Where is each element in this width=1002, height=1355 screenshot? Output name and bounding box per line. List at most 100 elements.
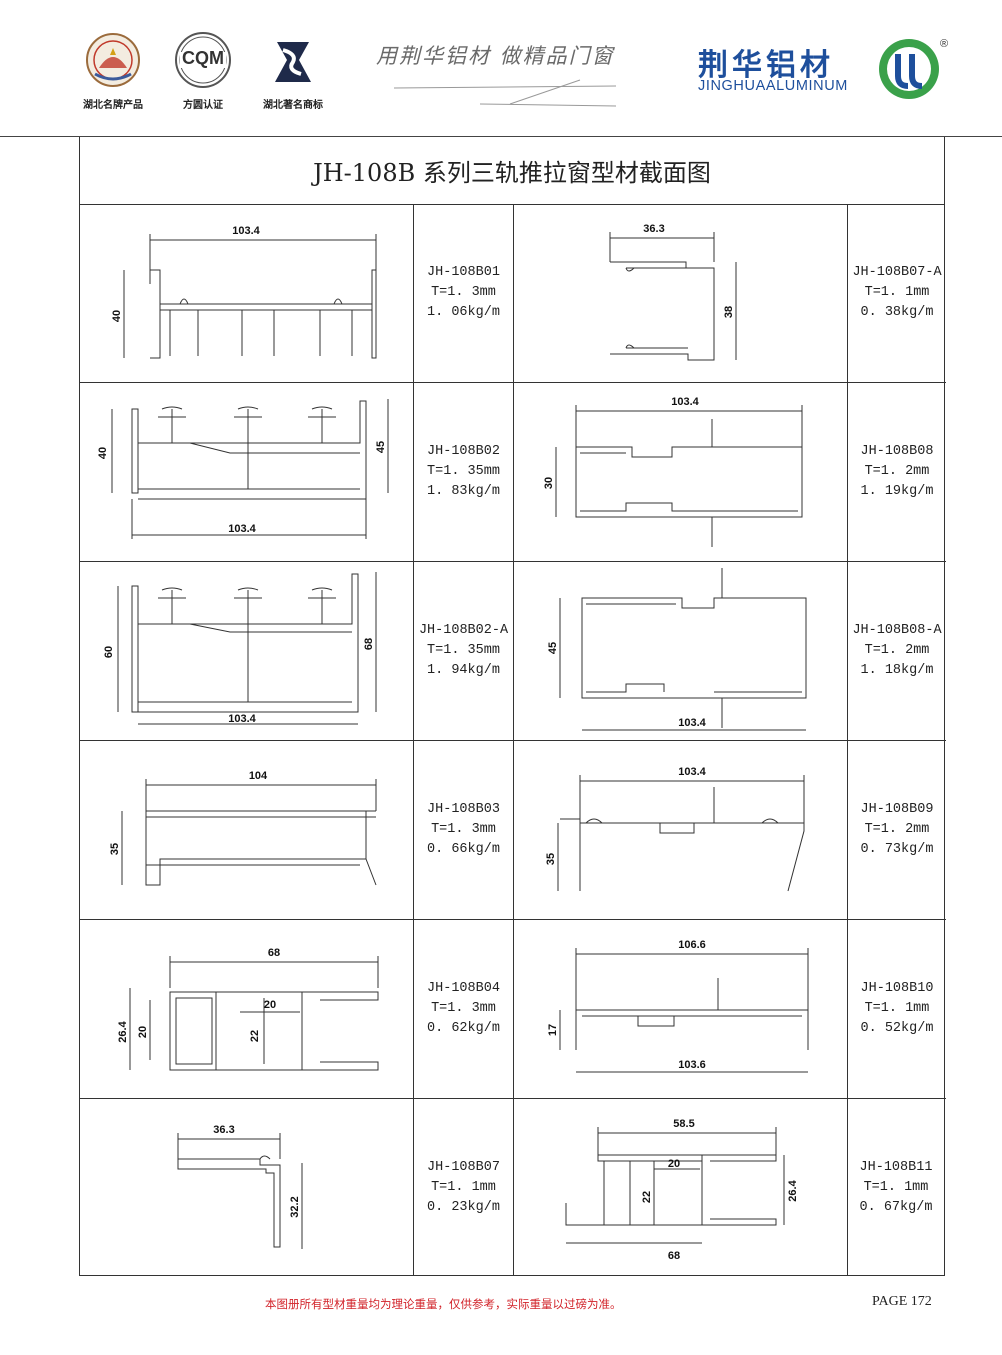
cqm-certification-icon xyxy=(175,32,231,88)
dimension-label: 35 xyxy=(109,843,121,855)
profile-code: JH-108B08-A xyxy=(852,623,942,638)
badge-caption: 方圆认证 xyxy=(183,100,223,111)
wall-thickness: T=1. 35mm xyxy=(427,643,500,658)
profile-code: JH-108B03 xyxy=(427,802,500,817)
profile-section-drawing: 58.5 20 22 26.4 68 xyxy=(565,1118,799,1262)
dimension-label: 104 xyxy=(249,770,268,782)
wall-thickness: T=1. 2mm xyxy=(864,643,930,658)
slogan-swoosh-decoration xyxy=(393,79,617,107)
drawing-jh-108b07-a: 36.3 38 xyxy=(514,204,848,383)
jinghua-logo-icon xyxy=(879,39,939,99)
spec-jh-108b08-a: JH-108B08-A T=1. 2mm 1. 18kg/m xyxy=(848,562,946,741)
unit-weight: 1. 06kg/m xyxy=(427,305,500,320)
drawing-jh-108b02-a: 60 68 103.4 xyxy=(80,562,414,741)
dimension-label: 58.5 xyxy=(673,1118,694,1130)
profile-section-drawing: 106.6 17 103.6 xyxy=(547,939,809,1073)
profile-code: JH-108B02-A xyxy=(418,623,509,638)
spec-jh-108b01: JH-108B01 T=1. 3mm 1. 06kg/m xyxy=(414,204,514,383)
drawing-jh-108b08-a: 45 103.4 xyxy=(514,562,848,741)
drawing-jh-108b08: 103.4 30 xyxy=(514,383,848,562)
drawing-jh-108b09: 103.4 35 xyxy=(514,741,848,920)
profile-code: JH-108B01 xyxy=(427,265,500,280)
dimension-label: 17 xyxy=(547,1024,559,1036)
unit-weight: 1. 19kg/m xyxy=(860,484,934,499)
dimension-label: 38 xyxy=(723,306,735,318)
dimension-label: 103.4 xyxy=(678,717,706,729)
spec-jh-108b04: JH-108B04 T=1. 3mm 0. 62kg/m xyxy=(414,920,514,1099)
drawing-jh-108b03: 104 35 xyxy=(80,741,414,920)
unit-weight: 0. 66kg/m xyxy=(427,842,500,857)
dimension-label: 45 xyxy=(375,441,387,453)
drawing-jh-108b10: 106.6 17 103.6 xyxy=(514,920,848,1099)
badge-trademark: 湖北著名商标 xyxy=(253,28,333,111)
unit-weight: 0. 67kg/m xyxy=(859,1199,933,1215)
unit-weight: 0. 38kg/m xyxy=(860,305,934,320)
unit-weight: 0. 23kg/m xyxy=(427,1199,500,1215)
badge-caption: 湖北名牌产品 xyxy=(83,100,143,111)
weight-disclaimer: 本图册所有型材重量均为理论重量，仅供参考，实际重量以过磅为准。 xyxy=(265,1297,622,1311)
wall-thickness: T=1. 3mm xyxy=(431,822,496,837)
profile-section-drawing: 103.4 40 xyxy=(111,225,377,359)
header-divider xyxy=(0,136,1002,137)
spec-jh-108b08: JH-108B08 T=1. 2mm 1. 19kg/m xyxy=(848,383,946,562)
profile-section-drawing: 40 45 103.4 xyxy=(97,399,389,539)
page-title: JH-108B 系列三轨推拉窗型材截面图 xyxy=(80,137,944,205)
spec-jh-108b02: JH-108B02 T=1. 35mm 1. 83kg/m xyxy=(414,383,514,562)
wall-thickness: T=1. 35mm xyxy=(427,464,500,479)
wall-thickness: T=1. 1mm xyxy=(864,285,930,300)
profile-table: JH-108B 系列三轨推拉窗型材截面图 103.4 40 JH-108B01 … xyxy=(79,137,946,1276)
drawing-jh-108b07: 36.3 32.2 xyxy=(80,1099,414,1276)
slogan: 用荆华铝材 做精品门窗 xyxy=(376,44,615,68)
unit-weight: 0. 62kg/m xyxy=(427,1021,500,1036)
spec-jh-108b02-a: JH-108B02-A T=1. 35mm 1. 94kg/m xyxy=(414,562,514,741)
dimension-label: 20 xyxy=(668,1158,680,1170)
brand-name-cn: 荆华铝材 xyxy=(698,48,834,83)
spec-jh-108b11: JH-108B11 T=1. 1mm 0. 67kg/m xyxy=(848,1099,944,1276)
dimension-label: 103.4 xyxy=(228,713,256,725)
dimension-label: 40 xyxy=(97,447,109,459)
dimension-label: 106.6 xyxy=(678,939,706,951)
wall-thickness: T=1. 2mm xyxy=(864,822,930,837)
dimension-label: 26.4 xyxy=(117,1020,129,1042)
drawing-jh-108b11: 58.5 20 22 26.4 68 xyxy=(514,1099,848,1276)
registered-mark: ® xyxy=(940,38,949,50)
dimension-label: 40 xyxy=(111,310,123,322)
dimension-label: 36.3 xyxy=(643,223,664,235)
dimension-label: 32.2 xyxy=(289,1196,301,1217)
badge-caption: 湖北著名商标 xyxy=(263,100,323,111)
dimension-label: 68 xyxy=(268,947,280,959)
profile-code: JH-108B09 xyxy=(860,802,934,817)
wall-thickness: T=1. 1mm xyxy=(431,1179,496,1195)
profile-code: JH-108B10 xyxy=(860,981,934,996)
profile-code: JH-108B02 xyxy=(427,444,500,459)
dimension-label: 30 xyxy=(543,477,555,489)
dimension-label: 22 xyxy=(249,1030,261,1042)
dimension-label: 68 xyxy=(363,638,375,650)
wall-thickness: T=1. 1mm xyxy=(864,1001,930,1016)
profile-section-drawing: 36.3 32.2 xyxy=(177,1124,303,1249)
dimension-label: 20 xyxy=(264,999,276,1011)
dimension-label: 20 xyxy=(137,1026,149,1038)
profile-code: JH-108B11 xyxy=(859,1159,933,1175)
profile-code: JH-108B08 xyxy=(860,444,934,459)
profile-section-drawing: 103.4 30 xyxy=(543,396,803,547)
famous-trademark-icon xyxy=(275,42,311,82)
unit-weight: 1. 83kg/m xyxy=(427,484,500,499)
profile-section-drawing: 36.3 38 xyxy=(609,223,737,361)
profile-section-drawing: 104 35 xyxy=(109,770,377,886)
dimension-label: 103.6 xyxy=(678,1059,706,1071)
dimension-label: 35 xyxy=(545,853,557,865)
dimension-label: 103.4 xyxy=(228,523,256,535)
profile-code: JH-108B07 xyxy=(427,1159,500,1175)
unit-weight: 0. 52kg/m xyxy=(860,1021,934,1036)
badge-cqm: CQM 方圆认证 xyxy=(163,28,243,111)
spec-jh-108b07: JH-108B07 T=1. 1mm 0. 23kg/m xyxy=(414,1099,514,1276)
spec-jh-108b10: JH-108B10 T=1. 1mm 0. 52kg/m xyxy=(848,920,946,1099)
unit-weight: 1. 94kg/m xyxy=(427,663,500,678)
dimension-label: 36.3 xyxy=(213,1124,234,1136)
profile-section-drawing: 68 26.4 20 20 22 xyxy=(117,947,379,1071)
dimension-label: 103.4 xyxy=(678,766,706,778)
dimension-label: 103.4 xyxy=(232,225,260,237)
wall-thickness: T=1. 3mm xyxy=(431,285,496,300)
page-number: PAGE 172 xyxy=(872,1294,932,1309)
